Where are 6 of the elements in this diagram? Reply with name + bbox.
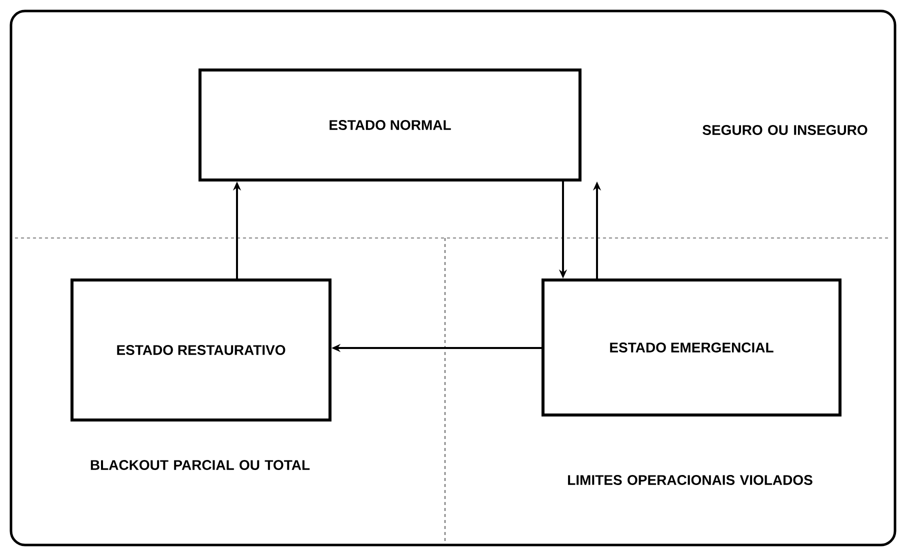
state-note: SEGURO OU INSEGURO — [702, 125, 868, 135]
state-note: LIMITES OPERACIONAIS VIOLADOS — [568, 475, 812, 485]
state-box: ESTADO EMERGENCIAL — [542, 278, 842, 416]
state-note: BLACKOUT PARCIAL OU TOTAL — [90, 460, 310, 470]
state-box: ESTADO NORMAL — [198, 68, 582, 182]
state-box: ESTADO RESTAURATIVO — [70, 278, 332, 422]
